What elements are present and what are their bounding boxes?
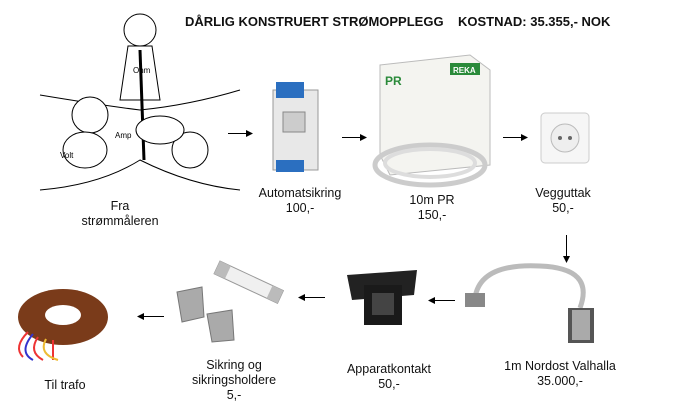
arrow-left: [305, 297, 325, 298]
ohm-label: Ohm: [133, 66, 151, 75]
arrowhead-icon: [246, 130, 253, 137]
arrow-down: [566, 235, 567, 257]
diagram-title: DÅRLIG KONSTRUERT STRØMOPPLEGG KOSTNAD: …: [185, 14, 611, 29]
arrowhead-icon: [137, 313, 144, 320]
circuit-breaker-image: [272, 82, 319, 172]
box-text-pr: PR: [385, 74, 402, 88]
wall-socket-image: [540, 112, 590, 164]
arrow-right: [228, 133, 248, 134]
arrowhead-icon: [298, 294, 305, 301]
arrow-right: [342, 137, 362, 138]
arrowhead-icon: [428, 297, 435, 304]
toroidal-transformer-image: [18, 289, 108, 361]
pr-cable-box-image: PR REKA: [372, 54, 491, 188]
total-cost: KOSTNAD: 35.355,- NOK: [458, 14, 611, 29]
arrow-left: [144, 316, 164, 317]
arrowhead-icon: [563, 256, 570, 263]
box-brand: REKA: [453, 66, 476, 75]
arrow-right: [503, 137, 523, 138]
arrowhead-icon: [521, 134, 528, 141]
apparatkontakt-image: [347, 270, 417, 325]
arrowhead-icon: [360, 134, 367, 141]
nordost-valhalla-cable-image: [465, 263, 594, 343]
fuse-and-holders-image: [176, 260, 285, 343]
arrow-left: [435, 300, 455, 301]
label-til-trafo: Til trafo: [44, 378, 86, 392]
ohm-volt-amp-cartoon: Ohm Volt Amp: [39, 13, 241, 191]
amp-label: Amp: [115, 131, 132, 140]
volt-label: Volt: [60, 151, 74, 160]
